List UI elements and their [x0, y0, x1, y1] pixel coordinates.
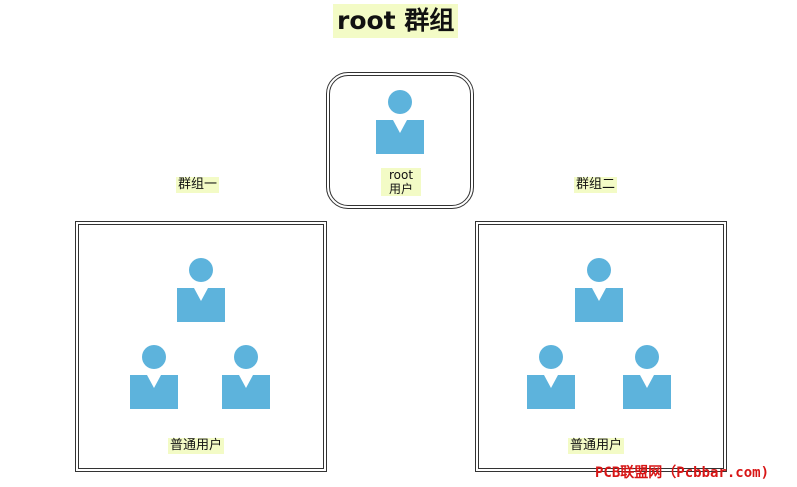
group2-users-label: 普通用户: [568, 438, 625, 454]
root-user-icon: [376, 90, 424, 154]
group1-users-label: 普通用户: [168, 438, 225, 454]
root-user-label-line1: root: [388, 168, 414, 182]
group2-user-top-icon: [575, 258, 623, 322]
group1-user-left-icon: [130, 345, 178, 409]
group1-label: 群组一: [176, 177, 220, 193]
group2-user-left-icon: [527, 345, 575, 409]
group2-user-right-icon: [623, 345, 671, 409]
diagram-title: root 群组: [333, 4, 459, 38]
root-user-label-line2: 用户: [388, 182, 413, 196]
group1-user-top-icon: [177, 258, 225, 322]
group1-user-right-icon: [222, 345, 270, 409]
group2-label: 群组二: [574, 177, 618, 193]
watermark: PCB联盟网（Pcbbar.com): [595, 465, 770, 481]
root-user-label: root 用户: [381, 168, 421, 196]
